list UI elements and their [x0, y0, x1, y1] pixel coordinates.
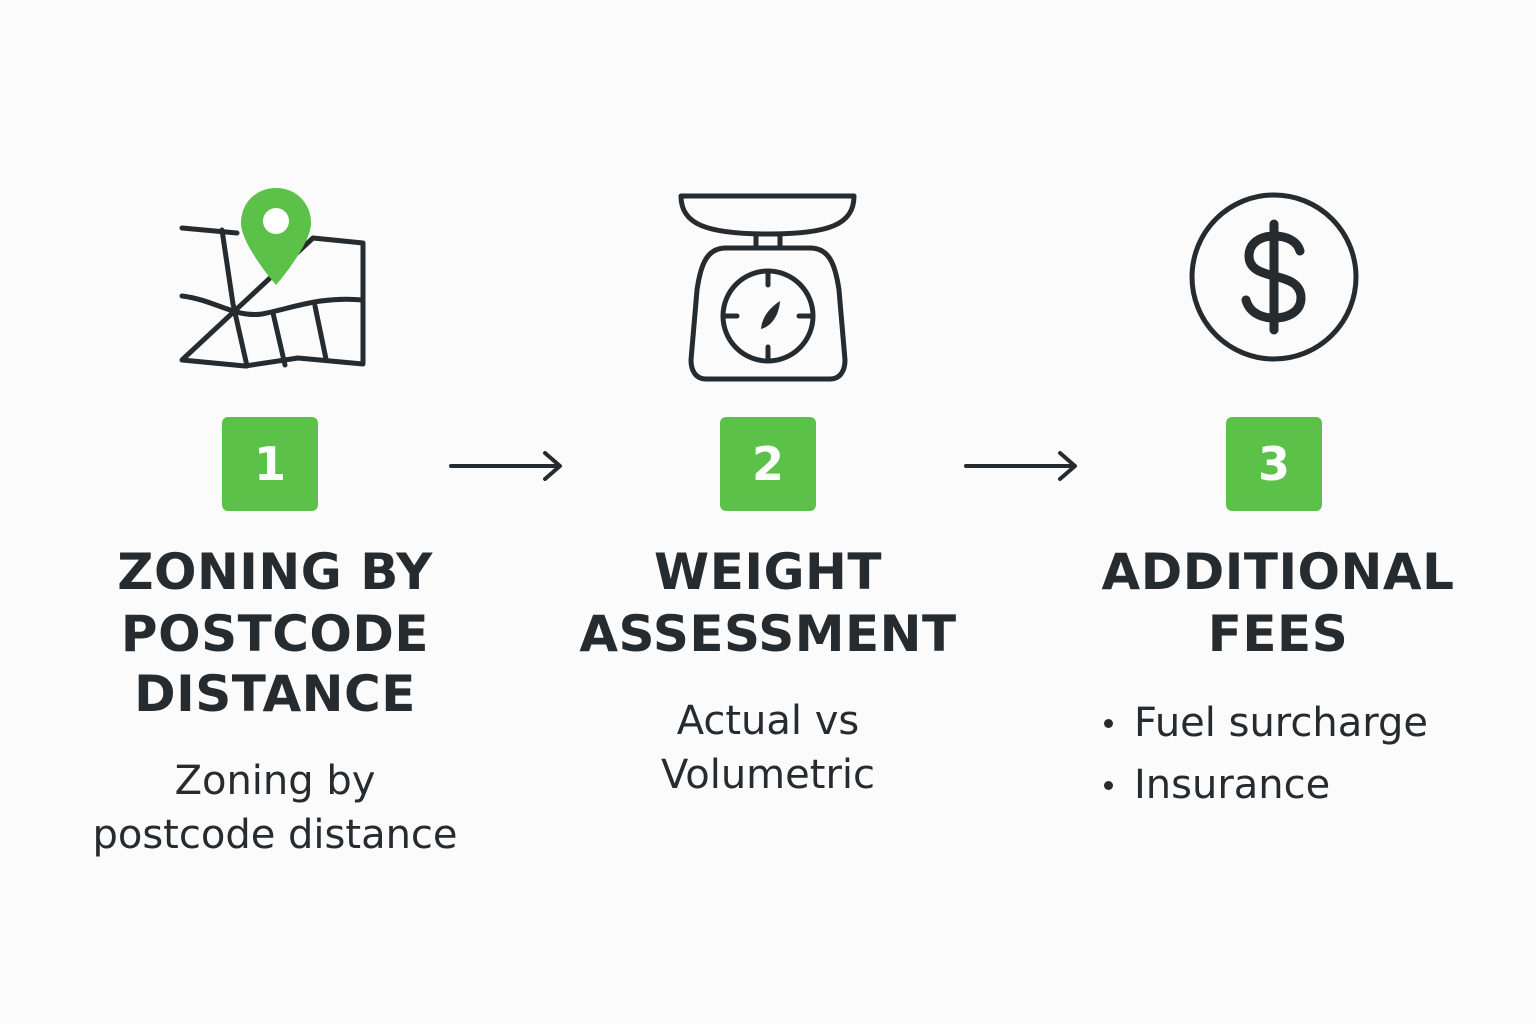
step-title-line: ZONING BY [117, 543, 433, 601]
weighing-scale-icon [678, 193, 857, 382]
step-title-line: FEES [1207, 605, 1349, 663]
dollar-coin-icon [1189, 192, 1359, 362]
step-number-badge: 1 [222, 417, 318, 511]
step-2: 2 WEIGHT ASSESSMENT Actual vs Volumetric [548, 0, 988, 1024]
arrow-right-icon [964, 451, 1077, 481]
map-pin-icon [179, 188, 366, 369]
bullet-icon [1104, 781, 1113, 790]
step-title-line: POSTCODE [120, 605, 430, 663]
step-title-line: DISTANCE [134, 665, 416, 723]
step-3: 3 ADDITIONAL FEES Fuel surcharge Insuran… [1058, 0, 1498, 1024]
step-description-line: Zoning by [174, 758, 376, 804]
fee-label: Fuel surcharge [1134, 700, 1428, 746]
fee-bullet-list: Fuel surcharge Insurance [1104, 692, 1428, 816]
step-title-line: ASSESSMENT [579, 605, 957, 663]
step-title-line: WEIGHT [654, 543, 882, 601]
step-1: 1 ZONING BY POSTCODE DISTANCE Zoning by … [55, 0, 495, 1024]
list-item: Fuel surcharge [1104, 692, 1428, 754]
step-number-badge: 3 [1226, 417, 1322, 511]
step-description-line: postcode distance [92, 812, 458, 858]
step-number-badge: 2 [720, 417, 816, 511]
list-item: Insurance [1104, 754, 1428, 816]
fee-label: Insurance [1134, 762, 1331, 808]
step-description-line: Actual vs [676, 698, 860, 744]
step-description-line: Volumetric [660, 752, 875, 798]
step-title-line: ADDITIONAL [1101, 543, 1455, 601]
arrow-right-icon [449, 451, 562, 481]
bullet-icon [1104, 719, 1113, 728]
